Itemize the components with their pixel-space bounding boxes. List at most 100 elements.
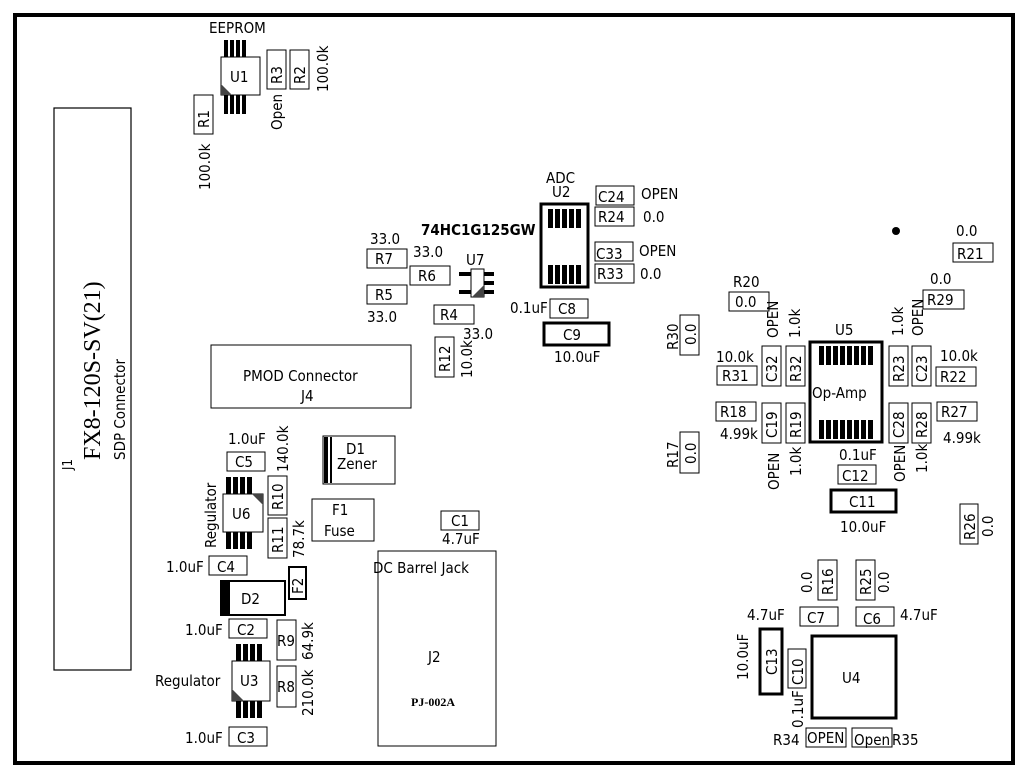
resistor-r21[interactable]: 0.0 R21 <box>952 222 994 263</box>
capacitor-c5[interactable]: 1.0uF C5 <box>226 430 266 472</box>
resistor-r12[interactable]: R12 10.0k <box>434 336 476 378</box>
resistor-r31[interactable]: 10.0k R31 <box>716 348 758 386</box>
resistor-r1[interactable]: R1 100.0k <box>193 94 214 190</box>
c3-ref: C3 <box>237 729 255 747</box>
c23-value: OPEN <box>909 299 927 336</box>
c19-value: OPEN <box>765 453 783 490</box>
r17-ref: R17 <box>664 441 682 468</box>
r7-value: 33.0 <box>370 230 400 248</box>
resistor-r17[interactable]: R17 0.0 <box>664 431 700 474</box>
capacitor-c9[interactable]: C9 10.0uF <box>542 321 611 366</box>
r5-value: 33.0 <box>367 308 397 326</box>
r32-ref: R32 <box>787 355 805 382</box>
ic-u2[interactable]: ADC U2 <box>539 169 590 289</box>
capacitor-c2[interactable]: 1.0uF C2 <box>185 618 268 639</box>
diode-d2[interactable]: D2 <box>220 580 286 616</box>
r28-ref: R28 <box>913 411 931 438</box>
connector-j4[interactable]: PMOD Connector J4 <box>210 344 412 409</box>
resistor-r20[interactable]: R20 0.0 <box>728 273 770 312</box>
r35-value: Open <box>854 731 890 749</box>
capacitor-c12[interactable]: 0.1uF C12 <box>837 446 877 485</box>
resistor-r2[interactable]: R2 100.0k <box>289 45 332 92</box>
capacitor-c3[interactable]: 1.0uF C3 <box>185 726 268 747</box>
capacitor-c8[interactable]: 0.1uF C8 <box>510 298 589 319</box>
capacitor-c19[interactable]: C19 OPEN <box>761 402 783 490</box>
capacitor-c6[interactable]: C6 4.7uF <box>855 606 938 628</box>
r1-ref: R1 <box>195 110 213 128</box>
r8-value: 210.0k <box>299 669 317 716</box>
r4-ref: R4 <box>440 306 458 324</box>
resistor-r29[interactable]: 0.0 R29 <box>922 270 965 310</box>
ic-u4[interactable]: U4 <box>810 634 898 720</box>
resistor-r9[interactable]: R9 64.9k <box>276 619 317 661</box>
resistor-r30[interactable]: R30 0.0 <box>664 314 700 356</box>
r22-value: 10.0k <box>940 347 978 365</box>
resistor-r7[interactable]: 33.0 R7 <box>366 230 408 269</box>
r6-ref: R6 <box>418 267 436 285</box>
capacitor-c28[interactable]: C28 OPEN <box>888 402 909 482</box>
resistor-r33[interactable]: R33 0.0 <box>594 263 661 284</box>
resistor-r10[interactable]: R10 140.0k <box>267 425 292 516</box>
c19-ref: C19 <box>763 411 781 438</box>
r29-ref: R29 <box>927 291 954 309</box>
r17-value: 0.0 <box>682 443 700 464</box>
ic-u1[interactable]: EEPROM U1 <box>209 19 266 114</box>
c3-value: 1.0uF <box>185 729 223 747</box>
c4-ref: C4 <box>217 558 235 576</box>
resistor-r4[interactable]: R4 33.0 <box>433 304 493 343</box>
diode-d1[interactable]: D1 Zener <box>322 435 396 485</box>
resistor-r26[interactable]: R26 0.0 <box>959 503 997 545</box>
u5-desc: Op-Amp <box>812 384 867 402</box>
resistor-r34[interactable]: R34 OPEN <box>773 727 847 749</box>
u1-ref: U1 <box>230 68 248 86</box>
fuse-f1[interactable]: F1 Fuse <box>311 498 375 542</box>
capacitor-c1[interactable]: C1 4.7uF <box>440 510 480 548</box>
resistor-r19[interactable]: R19 1.0k <box>785 402 806 476</box>
resistor-r27[interactable]: R27 4.99k <box>936 401 981 447</box>
resistor-r16[interactable]: 0.0 R16 <box>798 559 838 601</box>
capacitor-c10[interactable]: C10 0.1uF <box>787 648 807 728</box>
capacitor-c24[interactable]: C24 OPEN <box>595 185 678 206</box>
resistor-r18[interactable]: R18 4.99k <box>715 401 758 443</box>
r34-value: OPEN <box>807 729 844 747</box>
capacitor-c33[interactable]: C33 OPEN <box>594 241 676 263</box>
d1-desc: Zener <box>337 455 377 473</box>
capacitor-c23[interactable]: OPEN C23 <box>909 299 932 387</box>
resistor-r25[interactable]: R25 0.0 <box>855 559 893 601</box>
capacitor-c4[interactable]: 1.0uF C4 <box>166 555 248 576</box>
r30-ref: R30 <box>664 323 682 350</box>
ic-u5[interactable]: U5 Op-Amp <box>808 321 884 444</box>
c32-value: OPEN <box>764 301 782 338</box>
connector-j1[interactable]: J1 FX8-120S-SV(21) SDP Connector <box>53 107 132 671</box>
resistor-r28[interactable]: R28 1.0k <box>911 402 932 473</box>
resistor-r35[interactable]: Open R35 <box>851 727 919 749</box>
c2-value: 1.0uF <box>185 621 223 639</box>
resistor-r5[interactable]: R5 33.0 <box>366 284 408 326</box>
resistor-r3[interactable]: R3 Open <box>266 49 287 130</box>
resistor-r24[interactable]: R24 0.0 <box>594 206 664 227</box>
r3-value: Open <box>268 94 286 130</box>
capacitor-c32[interactable]: OPEN C32 <box>761 301 782 387</box>
ic-u3[interactable]: Regulator U3 <box>155 644 271 718</box>
capacitor-c13[interactable]: 10.0uF C13 <box>734 627 784 696</box>
ic-u6[interactable]: Regulator U6 <box>202 477 264 549</box>
r18-value: 4.99k <box>720 425 758 443</box>
r27-ref: R27 <box>941 403 968 421</box>
connector-j2[interactable]: DC Barrel Jack J2 PJ-002A <box>373 550 497 747</box>
resistor-r32[interactable]: 1.0k R32 <box>785 309 806 387</box>
resistor-r8[interactable]: R8 210.0k <box>276 665 317 716</box>
r8-ref: R8 <box>277 678 295 696</box>
resistor-r6[interactable]: 33.0 R6 <box>409 243 451 286</box>
fuse-f2[interactable]: F2 <box>288 566 307 600</box>
ic-u7[interactable]: 74HC1G125GW U7 <box>421 221 536 298</box>
resistor-r11[interactable]: R11 78.7k <box>267 517 308 559</box>
r29-value: 0.0 <box>930 270 951 288</box>
capacitor-c7[interactable]: 4.7uF C7 <box>747 606 839 627</box>
resistor-r22[interactable]: 10.0k R22 <box>935 347 978 387</box>
resistor-r23[interactable]: 1.0k R23 <box>888 307 909 387</box>
r6-value: 33.0 <box>413 243 443 261</box>
u3-ref: U3 <box>240 672 258 690</box>
capacitor-c11[interactable]: C11 10.0uF <box>829 488 898 536</box>
c24-value: OPEN <box>641 185 678 203</box>
u2-desc: ADC <box>546 169 575 187</box>
